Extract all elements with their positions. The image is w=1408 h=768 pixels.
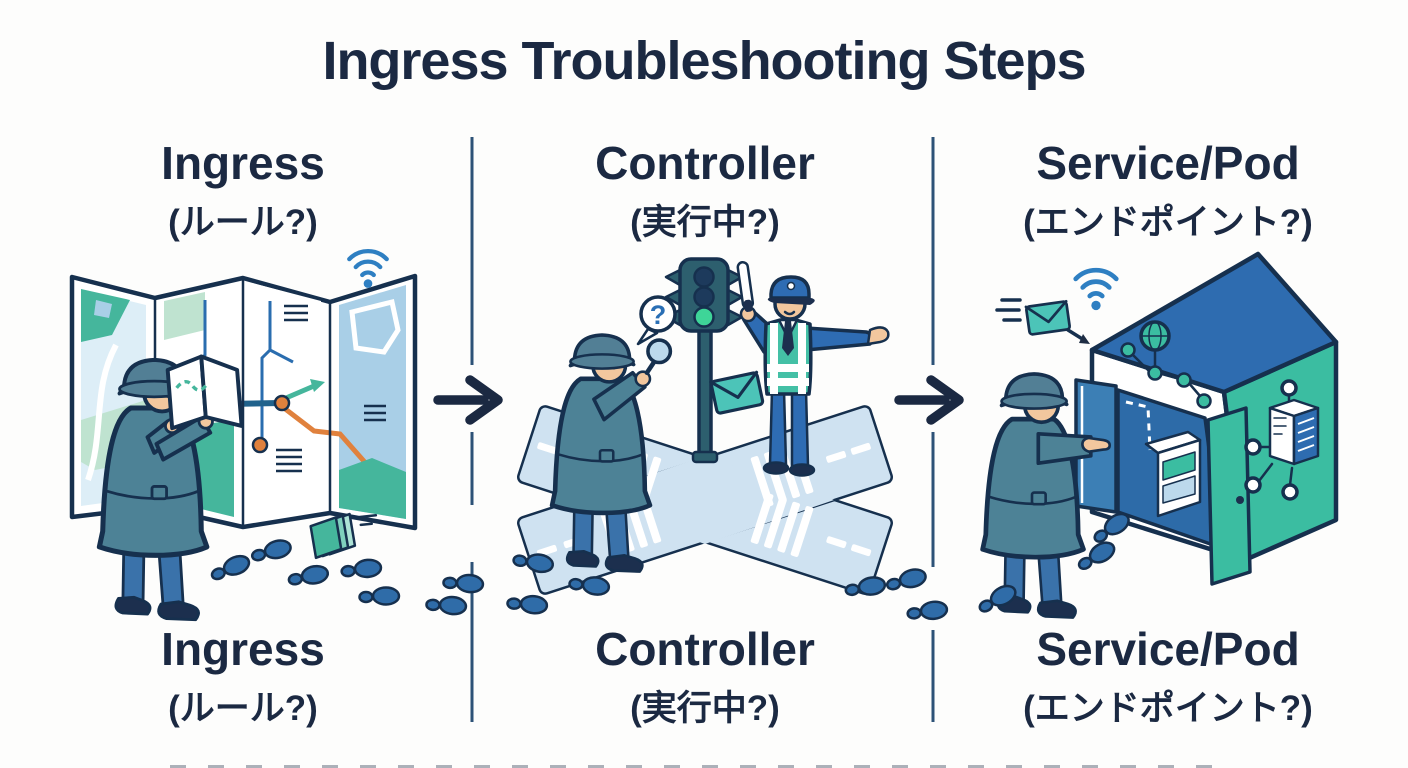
document-stack-icon [309,512,378,560]
controller-bottom-label: Controller [595,623,815,675]
scene-ingress-map [69,251,418,620]
column-controller-footer: Controller (実行中?) [495,624,915,731]
controller-top-label: Controller [595,137,815,189]
detective-figure [552,335,673,572]
page-title: Ingress Troubleshooting Steps [322,31,1086,91]
controller-top-sublabel: (実行中?) [630,203,780,242]
service-pod-top-sublabel: (エンドポイント?) [1023,203,1313,242]
ingress-bottom-sublabel: (ルール?) [168,689,318,728]
door-knob [1236,496,1244,504]
ingress-bottom-label: Ingress [161,623,325,675]
question-mark: ? [650,300,667,330]
pointing-hand [1081,436,1112,453]
column-ingress-footer: Ingress (ルール?) [33,624,453,731]
service-pod-bottom-sublabel: (エンドポイント?) [1023,689,1313,728]
arrow-right-icon [433,375,503,425]
network-nodes [1244,379,1320,501]
column-ingress-header: Ingress (ルール?) [33,138,453,245]
column-service-pod-header: Service/Pod (エンドポイント?) [958,138,1378,245]
server-icon [1144,430,1202,518]
wifi-icon [1076,270,1117,310]
route-node-dot [273,394,291,412]
service-pod-bottom-label: Service/Pod [1036,623,1300,675]
green-light [693,306,715,328]
scene-service-pod-house [983,251,1339,618]
globe-network-icon [1120,320,1212,409]
hand-map [165,354,244,431]
traffic-officer-figure [736,260,890,477]
baton-icon [736,260,755,312]
ingress-top-label: Ingress [161,137,325,189]
police-cap-icon [767,275,815,305]
question-bubble-icon: ? [636,295,677,346]
arrow-right-icon [894,375,964,425]
wifi-icon [349,251,386,288]
house-with-open-door [1074,251,1339,586]
ingress-top-sublabel: (ルール?) [168,203,318,242]
service-pod-top-label: Service/Pod [1036,137,1300,189]
arrow-icon [1066,328,1090,344]
traffic-light-icon [664,257,744,464]
route-node-dot [251,436,269,454]
controller-bottom-sublabel: (実行中?) [630,689,780,728]
cropped-bottom-marks [170,765,1230,768]
column-controller-header: Controller (実行中?) [495,138,915,245]
envelope-icon [709,370,765,416]
detective-figure [983,374,1112,618]
column-service-pod-footer: Service/Pod (エンドポイント?) [958,624,1378,731]
motion-lines [995,298,1022,322]
detective-figure [99,354,244,620]
envelope-icon [1024,299,1072,337]
scene-controller-crossroads: ? [517,257,893,595]
magnifier-icon [644,338,673,376]
